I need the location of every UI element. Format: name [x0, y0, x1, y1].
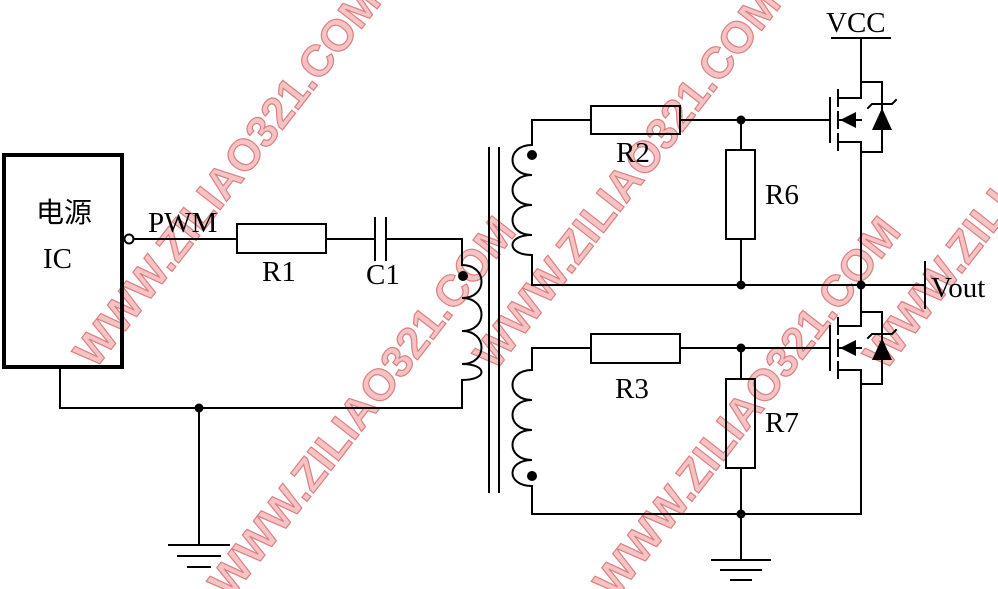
- mosfet-lower: [829, 284, 898, 515]
- junction-r6-bottom: [736, 280, 746, 290]
- ic-label-line1: 电源: [36, 196, 92, 229]
- r1-label: R1: [262, 256, 296, 288]
- ic-box: [2, 153, 124, 369]
- primary-dot-marker: [458, 271, 468, 281]
- wire-c1-primary: [385, 238, 463, 266]
- pwm-label: PWM: [148, 207, 217, 239]
- power-ic-block: 电源 IC: [2, 153, 124, 369]
- watermark-3: WWW.ZILIAO321.COM: [854, 0, 998, 378]
- mosfet-lower-body-diode: [872, 338, 892, 360]
- transformer-primary-winding: [458, 263, 483, 409]
- mosfet-upper-arrow: [840, 112, 856, 128]
- mosfet-lower-drain: [837, 284, 862, 327]
- c1-label: C1: [366, 259, 400, 291]
- ground-symbol-primary: [168, 544, 230, 568]
- mosfet-lower-arrow: [840, 340, 856, 356]
- mosfet-upper-source: [837, 141, 862, 286]
- mosfet-upper-zener-bar: [866, 98, 898, 110]
- mosfet-upper-drain: [837, 81, 862, 99]
- upper-secondary-coil: [511, 119, 533, 286]
- resistor-r3: [590, 333, 681, 364]
- ground-symbol-secondary: [711, 559, 771, 581]
- resistor-r1: [236, 223, 327, 254]
- mosfet-lower-source: [837, 369, 862, 515]
- primary-coil: [460, 263, 483, 409]
- wire-primary-return: [59, 366, 463, 409]
- upper-secondary-dot-marker: [527, 150, 537, 160]
- transformer-secondary-upper: [511, 119, 537, 286]
- lower-secondary-coil: [511, 347, 533, 515]
- mosfet-upper: [829, 81, 898, 286]
- watermark-4: WWW.ZILIAO321.COM: [199, 208, 525, 589]
- r7-label: R7: [765, 407, 799, 439]
- pwm-pin-terminal: [123, 233, 135, 245]
- r6-label: R6: [765, 179, 799, 211]
- mosfet-upper-body-diode: [872, 108, 892, 130]
- transformer-secondary-lower: [511, 347, 537, 515]
- watermark-1: WWW.ZILIAO321.COM: [64, 0, 390, 376]
- r2-label: R2: [616, 137, 650, 169]
- r3-label: R3: [615, 373, 649, 405]
- vcc-label: VCC: [826, 7, 886, 39]
- ic-label-line2: IC: [43, 243, 72, 275]
- vout-label: Vout: [931, 272, 985, 304]
- lower-secondary-dot-marker: [527, 471, 537, 481]
- resistor-r6: [725, 149, 756, 240]
- mosfet-lower-zener-bar: [866, 328, 898, 340]
